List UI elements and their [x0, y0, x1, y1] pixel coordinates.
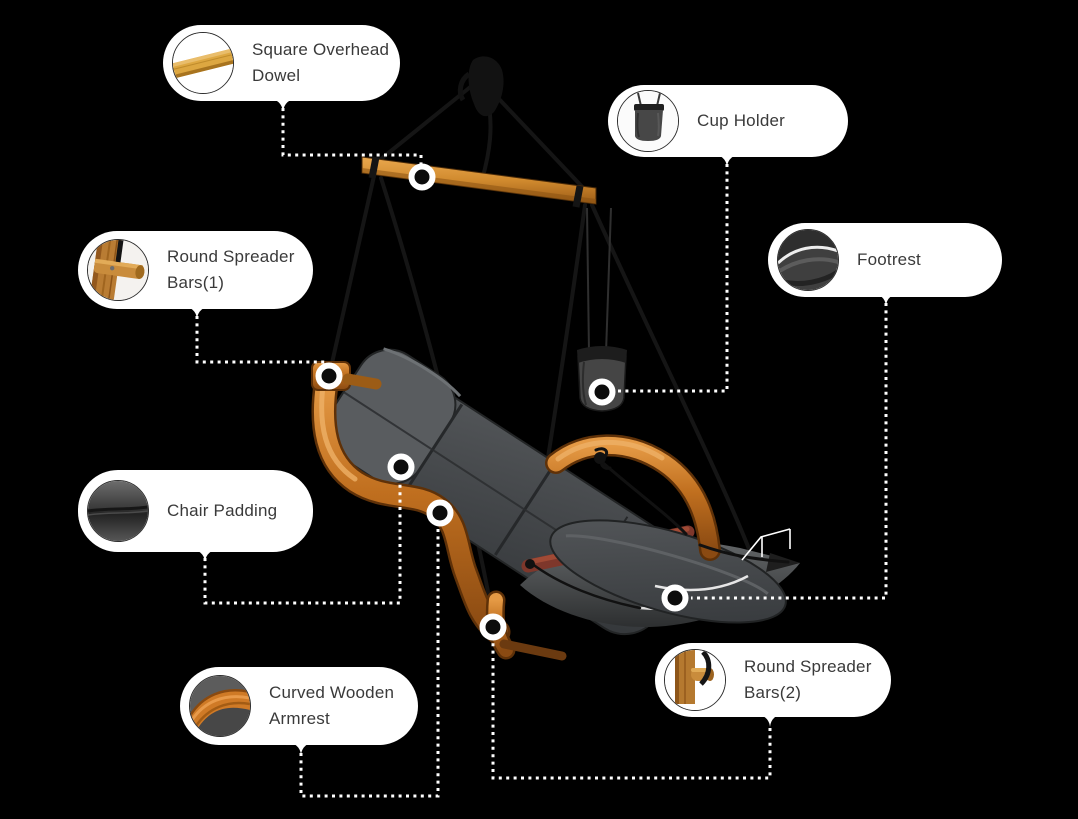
callout-label-line1: Curved Wooden [269, 683, 395, 702]
callout-label-line2: Armrest [269, 709, 330, 728]
spreader-bar-2-photo [664, 649, 726, 711]
wooden-dowel-photo [172, 32, 234, 94]
tie-cords [525, 447, 790, 610]
connector-round-spreader-bars-2 [491, 641, 772, 780]
callout-cup-holder: Cup Holder [608, 85, 848, 157]
callout-label: Chair Padding [167, 498, 277, 524]
right-armrest-rail [545, 434, 721, 561]
callout-chair-padding: Chair Padding [78, 470, 313, 552]
callout-label-line1: Footrest [857, 250, 921, 269]
callout-label-line1: Round Spreader [744, 657, 872, 676]
hotspot-round-spreader-bars-2[interactable] [479, 613, 507, 641]
callout-label: Curved Wooden Armrest [269, 680, 394, 732]
callout-label: Round Spreader Bars(2) [744, 654, 872, 706]
callout-label-line2: Bars(2) [744, 683, 802, 702]
callout-label: Footrest [857, 247, 921, 273]
chair-padding-photo [87, 480, 149, 542]
footrest-photo [777, 229, 839, 291]
callout-round-spreader-bars-2: Round Spreader Bars(2) [655, 643, 891, 717]
callout-label-line2: Dowel [252, 66, 301, 85]
hotspot-round-spreader-bars-1[interactable] [315, 362, 343, 390]
cup-holder-photo [617, 90, 679, 152]
connector-footrest [691, 303, 888, 600]
callout-label-line1: Round Spreader [167, 247, 295, 266]
cup-holder-strings [586, 207, 612, 354]
callout-label-line1: Chair Padding [167, 501, 278, 520]
hotspot-markers [315, 163, 689, 641]
hotspot-square-overhead-dowel[interactable] [408, 163, 436, 191]
callout-square-overhead-dowel: Square Overhead Dowel [163, 25, 400, 101]
curved-armrest-photo [189, 675, 251, 737]
callout-label: Round Spreader Bars(1) [167, 244, 295, 296]
callout-footrest: Footrest [768, 223, 1002, 297]
footrest-hook-sketch [741, 528, 791, 561]
callout-label-line1: Square Overhead [252, 40, 390, 59]
callout-label-line1: Cup Holder [697, 111, 785, 130]
callout-round-spreader-bars-1: Round Spreader Bars(1) [78, 231, 313, 309]
connector-square-overhead-dowel [281, 108, 423, 164]
hotspot-footrest[interactable] [661, 584, 689, 612]
callout-curved-wooden-armrest: Curved Wooden Armrest [180, 667, 418, 745]
connector-curved-wooden-armrest [299, 527, 440, 798]
connector-cup-holder [617, 164, 729, 393]
callout-label-line2: Bars(1) [167, 273, 225, 292]
connectors [195, 108, 888, 798]
callout-label: Square Overhead Dowel [252, 37, 389, 89]
hotspot-cup-holder[interactable] [588, 378, 616, 406]
hanging-hook [457, 56, 504, 117]
bubble-tails [180, 97, 903, 755]
connector-chair-padding [203, 481, 402, 605]
hotspot-curved-wooden-armrest[interactable] [426, 499, 454, 527]
callout-label: Cup Holder [697, 108, 785, 134]
hotspot-chair-padding[interactable] [387, 453, 415, 481]
connector-round-spreader-bars-1 [195, 316, 325, 364]
spreader-bar-1-photo [87, 239, 149, 301]
